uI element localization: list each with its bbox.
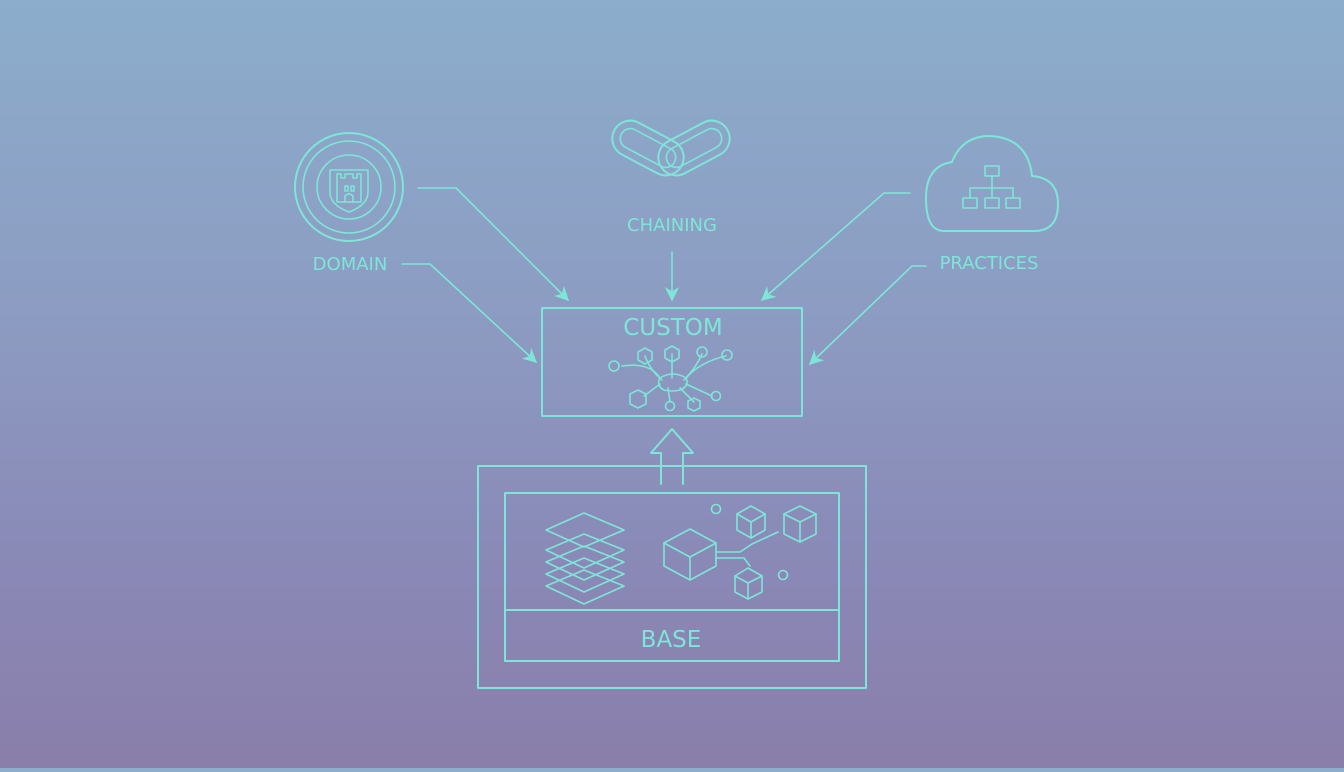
domain-node: DOMAIN [294, 132, 404, 275]
layers-stack-icon [545, 512, 625, 605]
edge-practices-upper [760, 192, 911, 301]
edge-base-to-custom [650, 428, 694, 485]
edges [401, 187, 927, 365]
base-node: BASE [477, 465, 867, 689]
base-outer-box [477, 465, 867, 689]
chain-links-icon [611, 119, 731, 177]
cube-network-icon [663, 503, 817, 600]
practices-label: PRACTICES [940, 253, 1039, 274]
custom-node: CUSTOM [541, 307, 803, 417]
base-inner-box [504, 492, 840, 662]
practices-node: PRACTICES [925, 135, 1059, 274]
domain-label: DOMAIN [313, 254, 388, 275]
edge-domain-upper [417, 187, 570, 302]
chaining-label: CHAINING [627, 215, 717, 236]
cloud-network-icon [925, 135, 1059, 232]
neural-network-icon [608, 345, 733, 412]
edge-practices-lower [808, 265, 927, 365]
custom-label: CUSTOM [623, 315, 723, 341]
custom-box [541, 307, 803, 417]
castle-shield-icon [294, 132, 404, 242]
base-label: BASE [641, 627, 702, 653]
edge-domain-lower [401, 263, 538, 363]
chaining-node: CHAINING [611, 119, 731, 236]
